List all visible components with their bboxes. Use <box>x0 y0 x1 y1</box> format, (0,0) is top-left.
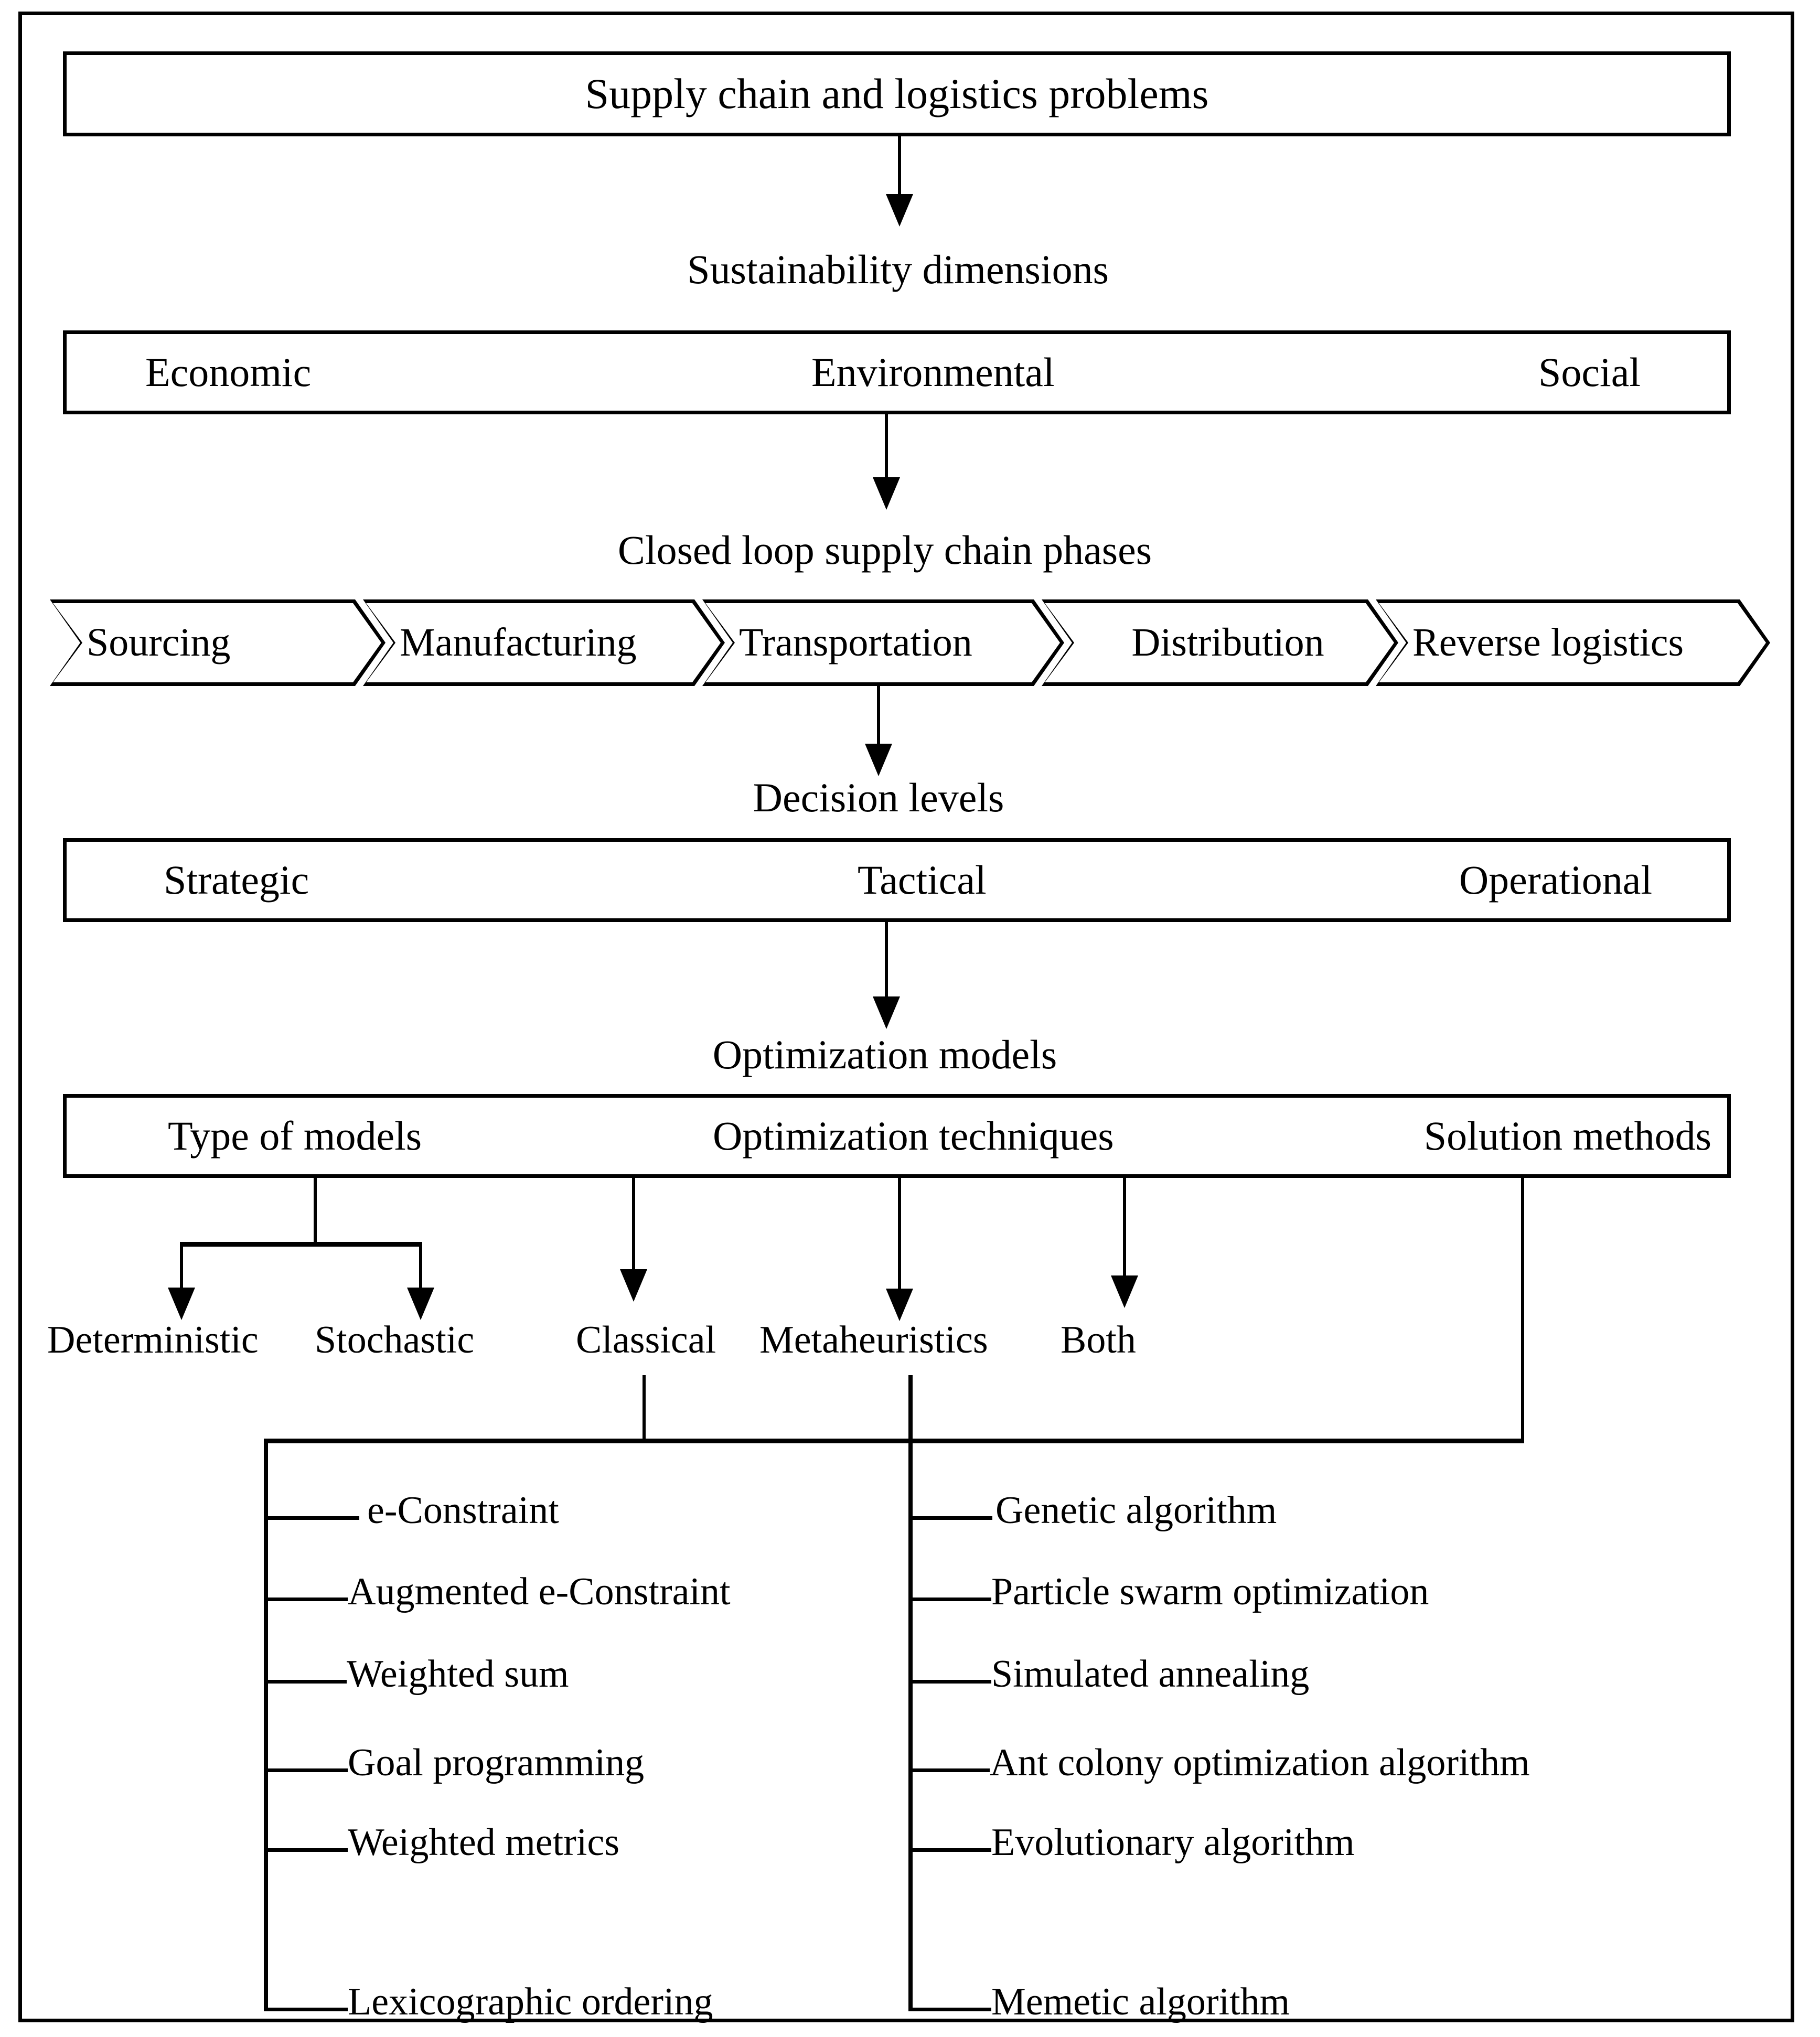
supply-chain-problems-label: Supply chain and logistics problems <box>585 70 1209 117</box>
arrowhead-title-to-sustainability <box>886 194 913 227</box>
optimization-category-solution-methods: Solution methods <box>1423 1113 1711 1159</box>
closed-loop-phases-caption: Closed loop supply chain phases <box>617 527 1152 573</box>
metaheuristic-method-memetic-algorithm: Memetic algorithm <box>991 1980 1290 2023</box>
decision-level-tactical: Tactical <box>858 857 987 903</box>
metaheuristic-method-genetic-algorithm: Genetic algorithm <box>995 1489 1277 1532</box>
arrowhead-stochastic <box>407 1288 434 1320</box>
classical-method-weighted-metrics: Weighted metrics <box>348 1821 620 1864</box>
chevron-fill <box>363 599 725 686</box>
branch-stem-type-of-models <box>314 1178 317 1245</box>
connector-phases-to-decision <box>877 686 880 750</box>
arrowhead-phases-to-decision <box>865 744 892 776</box>
tick-e-constraint <box>264 1516 359 1520</box>
tick-genetic-algorithm <box>908 1516 992 1520</box>
classical-method-weighted-sum: Weighted sum <box>347 1653 569 1696</box>
chevron-fill <box>702 599 1064 686</box>
phase-chevron-distribution: Distribution <box>1042 599 1398 686</box>
phase-label-manufacturing: Manufacturing <box>400 620 637 664</box>
branch-leg-stochastic <box>419 1242 422 1299</box>
branch-stem-metaheuristics <box>898 1178 901 1300</box>
branch-bar-type-of-models <box>180 1242 422 1247</box>
decision-levels-box: Strategic Tactical Operational <box>63 838 1731 922</box>
optimization-models-box: Type of models Optimization techniques S… <box>63 1094 1731 1178</box>
phase-chevron-reverse-logistics: Reverse logistics <box>1376 599 1770 686</box>
phase-chevron-manufacturing: Manufacturing <box>363 599 725 686</box>
sustainability-dimension-social: Social <box>1538 349 1641 395</box>
chevron-fill <box>50 599 386 686</box>
decision-level-operational: Operational <box>1459 857 1652 903</box>
tick-weighted-metrics <box>264 1848 348 1852</box>
tick-evolutionary-algorithm <box>908 1848 991 1852</box>
technique-type-metaheuristics: Metaheuristics <box>759 1318 988 1361</box>
classical-method-e-constraint: e-Constraint <box>367 1489 559 1532</box>
route-bracket-bar <box>264 1439 1524 1443</box>
phase-label-transportation: Transportation <box>739 620 972 664</box>
metaheuristic-method-ant-colony-optimization-algorithm: Ant colony optimization algorithm <box>990 1741 1530 1784</box>
metaheuristic-method-simulated-annealing: Simulated annealing <box>991 1653 1310 1696</box>
phase-label-reverse-logistics: Reverse logistics <box>1412 620 1684 664</box>
arrowhead-metaheuristics <box>886 1289 913 1321</box>
model-type-deterministic: Deterministic <box>47 1318 259 1361</box>
sustainability-dimension-economic: Economic <box>145 349 312 395</box>
model-type-stochastic: Stochastic <box>315 1318 475 1361</box>
classical-method-goal-programming: Goal programming <box>348 1741 645 1784</box>
decision-level-strategic: Strategic <box>164 857 309 903</box>
connector-title-to-sustainability <box>898 136 901 202</box>
tick-simulated-annealing <box>908 1680 991 1684</box>
phase-label-distribution: Distribution <box>1131 620 1324 664</box>
route-solution-methods-down <box>1521 1178 1524 1442</box>
metaheuristic-method-evolutionary-algorithm: Evolutionary algorithm <box>991 1821 1355 1864</box>
phase-chevron-sourcing: Sourcing <box>50 599 386 686</box>
tick-augmented-e-constraint <box>264 1598 348 1601</box>
sustainability-dimension-environmental: Environmental <box>811 349 1055 395</box>
branch-stem-both <box>1123 1178 1126 1285</box>
chevron-fill <box>1376 599 1770 686</box>
arrowhead-both <box>1111 1275 1138 1308</box>
arrowhead-decision-to-optimization <box>873 996 900 1029</box>
route-metaheuristics-down <box>908 1375 913 2011</box>
connector-sustainability-to-phases <box>885 414 888 484</box>
phase-label-sourcing: Sourcing <box>87 620 231 664</box>
classical-method-lexicographic-ordering: Lexicographic ordering <box>348 1980 713 2023</box>
classical-method-augmented-e-constraint: Augmented e-Constraint <box>348 1570 731 1613</box>
tick-memetic-algorithm <box>908 2008 991 2011</box>
optimization-category-type-of-models: Type of models <box>168 1113 422 1159</box>
connector-decision-to-optimization <box>885 922 888 1011</box>
technique-type-both: Both <box>1061 1318 1136 1361</box>
route-classical-down <box>643 1375 646 1441</box>
tick-goal-programming <box>264 1768 348 1772</box>
optimization-category-techniques: Optimization techniques <box>713 1113 1114 1159</box>
tick-lexicographic-ordering <box>264 2008 348 2011</box>
optimization-models-caption: Optimization models <box>712 1032 1057 1077</box>
sustainability-dimensions-box: Economic Environmental Social <box>63 330 1731 414</box>
technique-type-classical: Classical <box>576 1318 716 1361</box>
chevron-fill <box>1042 599 1398 686</box>
tick-ant-colony-optimization-algorithm <box>908 1768 990 1772</box>
arrowhead-deterministic <box>168 1288 195 1320</box>
classical-methods-spine <box>264 1439 268 2011</box>
branch-stem-classical <box>632 1178 635 1280</box>
branch-leg-deterministic <box>180 1242 183 1299</box>
tick-particle-swarm-optimization <box>908 1598 991 1601</box>
metaheuristic-method-particle-swarm-optimization: Particle swarm optimization <box>991 1570 1429 1613</box>
closed-loop-phases-band: Sourcing Manufacturing Transportation Di… <box>50 599 1770 686</box>
decision-levels-caption: Decision levels <box>753 775 1004 820</box>
phase-chevron-transportation: Transportation <box>702 599 1064 686</box>
diagram-outer-frame <box>18 12 1794 2022</box>
sustainability-dimensions-caption: Sustainability dimensions <box>687 246 1109 292</box>
arrowhead-classical <box>620 1269 647 1302</box>
tick-weighted-sum <box>264 1680 347 1684</box>
arrowhead-sustainability-to-phases <box>873 477 900 510</box>
supply-chain-problems-box: Supply chain and logistics problems <box>63 51 1731 136</box>
